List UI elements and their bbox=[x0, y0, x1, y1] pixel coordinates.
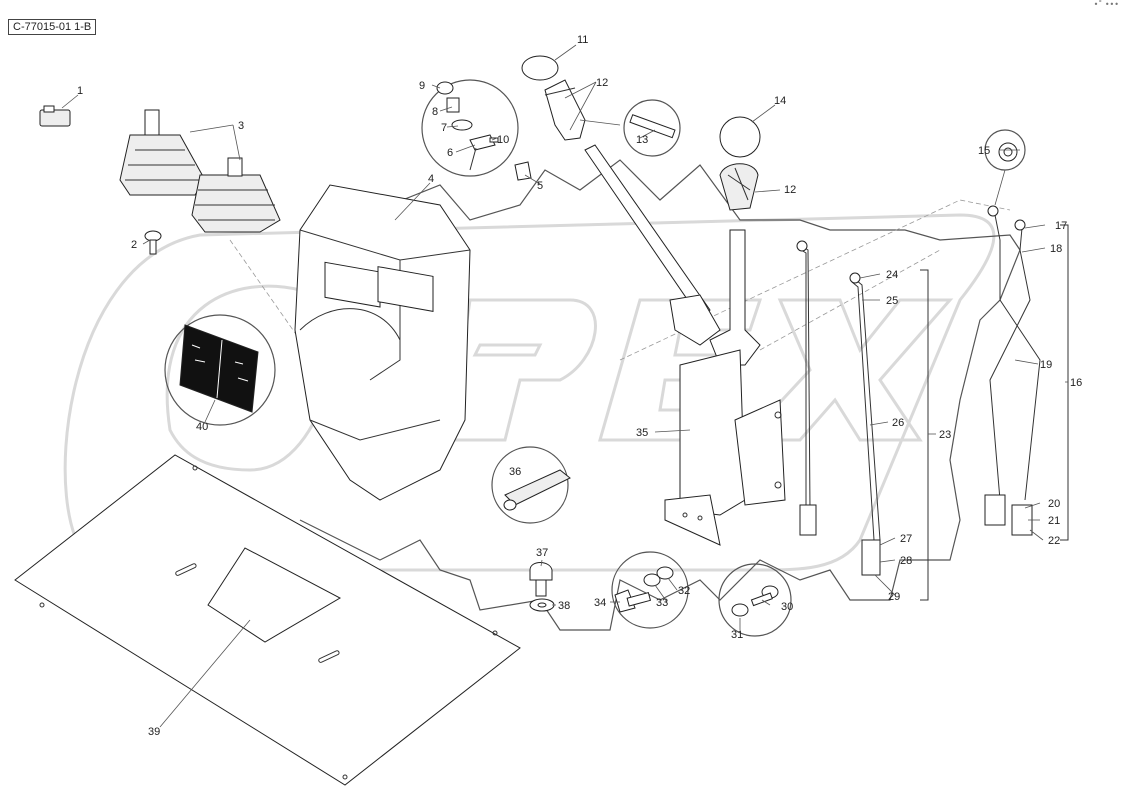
part-label: 13 bbox=[636, 134, 648, 146]
part-label: 29 bbox=[888, 591, 900, 603]
part-label: 32 bbox=[678, 585, 690, 597]
document-id: C-77015-01 1-B bbox=[13, 21, 92, 33]
cable-assembly-16 bbox=[984, 205, 1069, 541]
part-label: 36 bbox=[509, 466, 521, 478]
part-label: 33 bbox=[656, 597, 668, 609]
part-4-console bbox=[294, 184, 471, 501]
parts-37-38-bolt-washer bbox=[529, 562, 555, 612]
parts-30-31-bolt-washer bbox=[718, 563, 792, 637]
part-label: 5 bbox=[537, 180, 543, 192]
part-label: 19 bbox=[1040, 359, 1052, 371]
part-label: 2 bbox=[131, 239, 137, 251]
part-label: 25 bbox=[886, 295, 898, 307]
cable-assembly-23 bbox=[796, 240, 929, 601]
part-label: 24 bbox=[886, 269, 898, 281]
part-1-connector bbox=[39, 105, 71, 127]
part-label: 30 bbox=[781, 601, 793, 613]
part-label: 22 bbox=[1048, 535, 1060, 547]
part-label: 4 bbox=[428, 173, 434, 185]
part-39-floor-plate bbox=[14, 454, 521, 786]
part-label: 37 bbox=[536, 547, 548, 559]
part-label: 1 bbox=[77, 85, 83, 97]
part-label: 39 bbox=[148, 726, 160, 738]
part-label: 31 bbox=[731, 629, 743, 641]
part-number-labels: 1 2 3 4 5 6 7 8 9 10 11 12 12 13 14 15 1… bbox=[77, 34, 1082, 738]
part-36-profile bbox=[491, 446, 571, 524]
part-label: 26 bbox=[892, 417, 904, 429]
part-label: 8 bbox=[432, 106, 438, 118]
parts-32-34-bolt-washers bbox=[611, 551, 689, 629]
part-label: 11 bbox=[577, 34, 588, 46]
corner-mark: •˚ ••• bbox=[1093, 0, 1119, 9]
part-label: 7 bbox=[441, 122, 447, 134]
part-label: 40 bbox=[196, 421, 208, 433]
part-label: 27 bbox=[900, 533, 912, 545]
parts-5-10-lever-head bbox=[421, 79, 532, 181]
part-13-pin bbox=[623, 99, 681, 157]
part-label: 3 bbox=[238, 120, 244, 132]
part-label: 18 bbox=[1050, 243, 1062, 255]
document-id-box: C-77015-01 1-B bbox=[8, 19, 97, 35]
part-label: 10 bbox=[497, 134, 509, 146]
part-label: 17 bbox=[1055, 220, 1067, 232]
part-35-bracket bbox=[664, 229, 786, 546]
part-label: 9 bbox=[419, 80, 425, 92]
part-40-decal bbox=[164, 314, 276, 426]
part-3-boots bbox=[119, 109, 281, 233]
parts-14-12-second-knob bbox=[719, 116, 761, 211]
part-label: 14 bbox=[774, 95, 786, 107]
gear-lever-rod bbox=[584, 144, 721, 346]
part-label: 21 bbox=[1048, 515, 1060, 527]
leader-lines bbox=[61, 44, 1068, 728]
part-label: 28 bbox=[900, 555, 912, 567]
part-label: 12 bbox=[784, 184, 796, 196]
part-label: 23 bbox=[939, 429, 951, 441]
part-label: 34 bbox=[594, 597, 606, 609]
part-label: 15 bbox=[978, 145, 990, 157]
part-label: 12 bbox=[596, 77, 608, 89]
part-label: 38 bbox=[558, 600, 570, 612]
part-label: 6 bbox=[447, 147, 453, 159]
parts-11-12-knob bbox=[521, 55, 586, 141]
part-2-bolt bbox=[144, 230, 162, 255]
reference-line bbox=[229, 239, 301, 341]
part-label: 35 bbox=[636, 427, 648, 439]
part-label: 20 bbox=[1048, 498, 1060, 510]
reference-line bbox=[759, 249, 941, 351]
part-label: 16 bbox=[1070, 377, 1082, 389]
